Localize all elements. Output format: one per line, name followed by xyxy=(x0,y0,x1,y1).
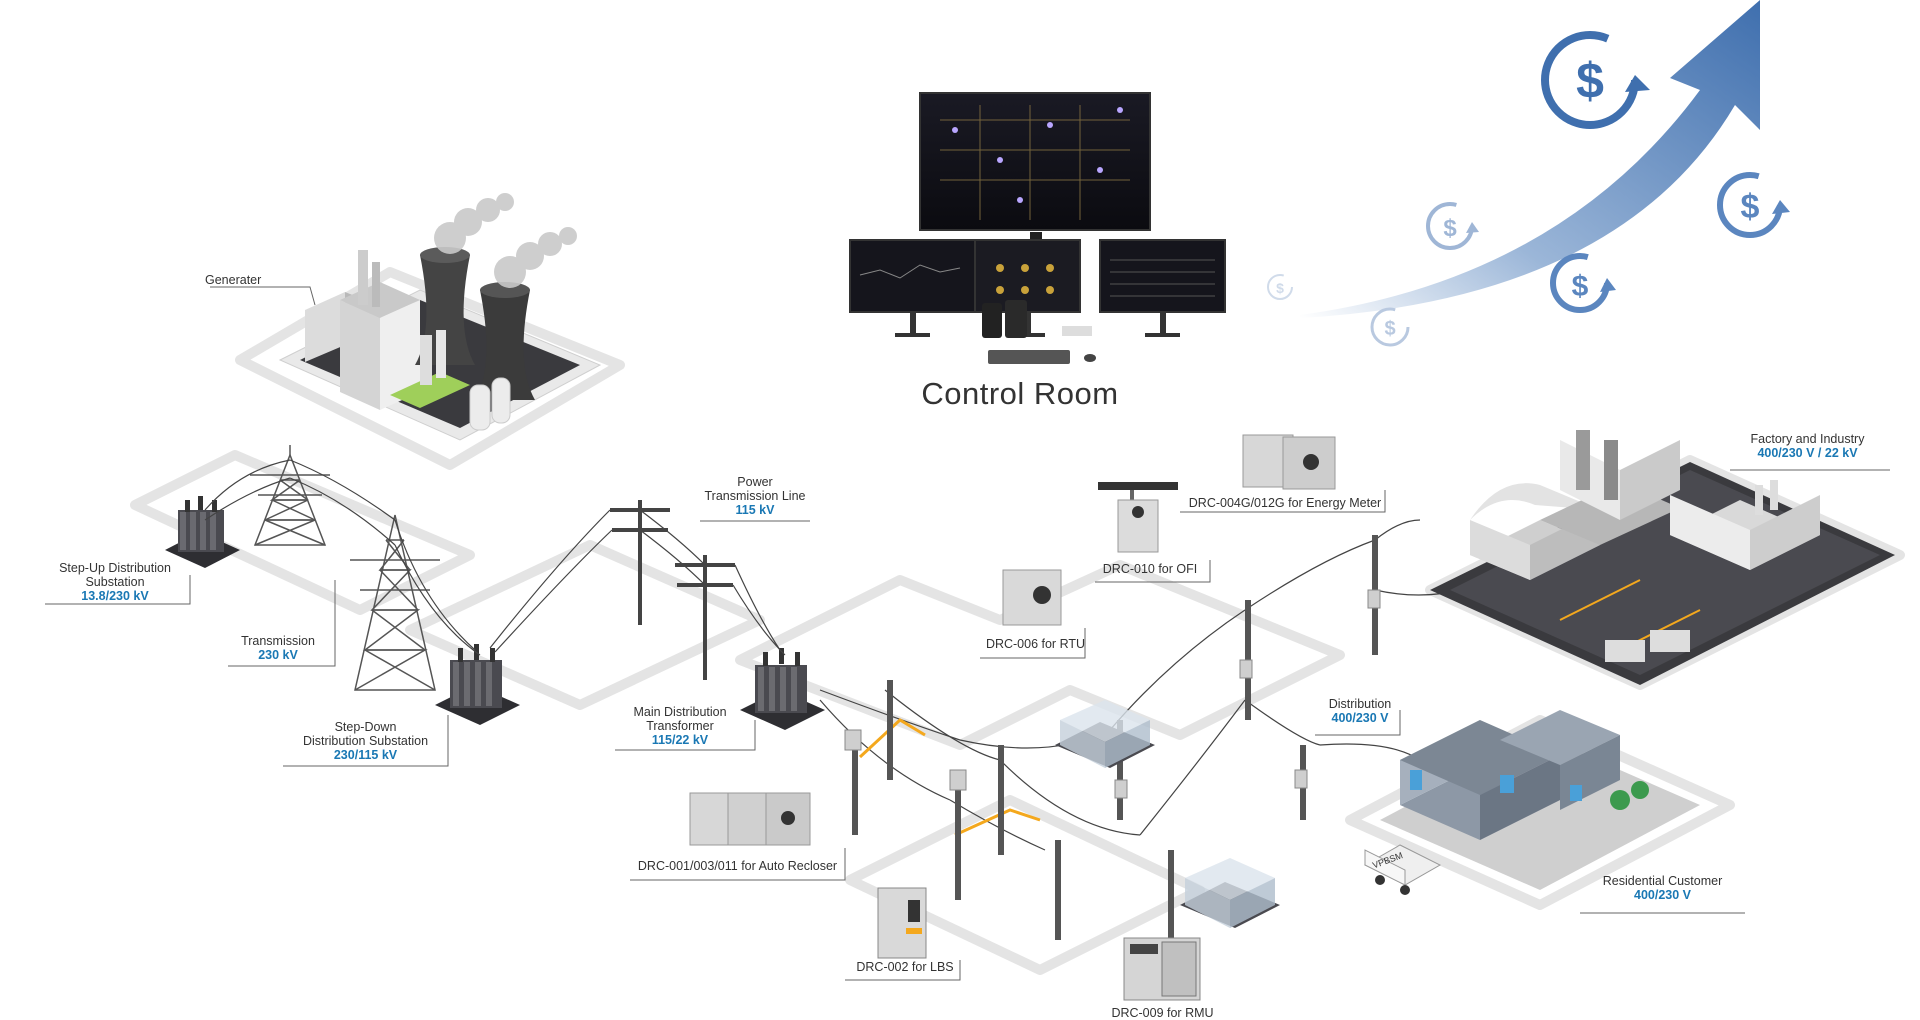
drc-010-label: DRC-010 for OFI xyxy=(1090,562,1210,576)
label-leader-lines xyxy=(45,286,1890,981)
generator-plant-icon xyxy=(278,193,602,441)
factory-voltage: 400/230 V / 22 kV xyxy=(1757,446,1858,460)
main-dist-label-line1: Main Distribution xyxy=(633,705,727,719)
dollar-cycle-icon: $ xyxy=(1426,202,1479,250)
main-dist-label-line2: Transformer xyxy=(646,719,714,733)
drc-006-device-icon xyxy=(1002,569,1062,626)
drc-002-label-text: DRC-002 for LBS xyxy=(856,960,954,974)
step-down-label-line1: Step-Down xyxy=(334,720,397,734)
power-line-voltage: 115 kV xyxy=(735,503,775,517)
drc-010-label-text: DRC-010 for OFI xyxy=(1102,562,1198,576)
drc-009-label-text: DRC-009 for RMU xyxy=(1111,1006,1214,1020)
pole-device-icon xyxy=(844,589,1381,799)
distribution-label: Distribution 400/230 V xyxy=(1310,697,1410,725)
factory-icon xyxy=(1430,430,1895,685)
power-wires xyxy=(204,459,1461,851)
drc-002-label: DRC-002 for LBS xyxy=(845,960,965,974)
generator-label: Generater xyxy=(205,273,295,287)
residential-voltage: 400/230 V xyxy=(1634,888,1691,902)
drc-006-label: DRC-006 for RTU xyxy=(978,637,1093,651)
transmission-label-text: Transmission xyxy=(241,634,315,648)
dollar-cycle-icon: $ xyxy=(1717,172,1790,238)
power-line-label-line2: Transmission Line xyxy=(704,489,806,503)
dollar-symbol: $ xyxy=(1443,215,1457,242)
residential-building-icon: VPBSM xyxy=(1363,710,1700,895)
dollar-cycle-icon: $ xyxy=(1370,307,1410,347)
step-down-substation-icon xyxy=(435,644,520,725)
step-up-voltage: 13.8/230 kV xyxy=(81,589,149,603)
dollar-cycle-icon: $ xyxy=(1550,253,1616,313)
drc-006-label-text: DRC-006 for RTU xyxy=(985,637,1086,651)
transmission-tower-icon xyxy=(250,445,330,546)
residential-label-text: Residential Customer xyxy=(1602,874,1723,888)
dollar-symbol: $ xyxy=(1276,280,1284,296)
drc-009-device-icon xyxy=(1123,937,1201,1001)
drc-004-device-icon xyxy=(1242,434,1336,490)
power-transmission-line-label: Power Transmission Line 115 kV xyxy=(690,475,820,517)
transmission-tower-icon xyxy=(350,514,440,691)
drc-002-device-icon xyxy=(877,887,927,959)
distribution-label-text: Distribution xyxy=(1328,697,1392,711)
control-room-title: Control Room xyxy=(921,376,1119,411)
main-distribution-transformer-icon xyxy=(740,648,825,730)
generator-label-text: Generater xyxy=(205,273,262,287)
drc-001-label: DRC-001/003/011 for Auto Recloser xyxy=(625,859,850,873)
dollar-symbol: $ xyxy=(1572,270,1589,303)
step-down-substation-label: Step-Down Distribution Substation 230/11… xyxy=(283,720,448,762)
step-up-substation-label: Step-Up Distribution Substation 13.8/230… xyxy=(40,561,190,603)
dollar-cycle-icon: $ xyxy=(1541,31,1650,129)
step-down-voltage: 230/115 kV xyxy=(333,748,398,762)
main-dist-voltage: 115/22 kV xyxy=(651,733,709,747)
transmission-label: Transmission 230 kV xyxy=(228,634,328,662)
transmission-voltage: 230 kV xyxy=(258,648,298,662)
transmission-pole-icon xyxy=(610,500,735,680)
orange-link xyxy=(858,718,1041,837)
residential-label: Residential Customer 400/230 V xyxy=(1580,874,1745,902)
main-distribution-transformer-label: Main Distribution Transformer 115/22 kV xyxy=(615,705,745,747)
rmu-enclosure-icon xyxy=(1180,858,1280,928)
control-room-monitors-icon xyxy=(849,92,1226,364)
dollar-symbol: $ xyxy=(1384,318,1395,340)
drc-010-device-icon xyxy=(1098,482,1178,553)
rtu-enclosure-icon xyxy=(1055,700,1155,768)
drc-001-label-text: DRC-001/003/011 for Auto Recloser xyxy=(637,859,838,873)
distribution-voltage: 400/230 V xyxy=(1331,711,1389,725)
step-up-transformer-icon xyxy=(165,496,240,568)
factory-label: Factory and Industry 400/230 V / 22 kV xyxy=(1725,432,1890,460)
dollar-symbol: $ xyxy=(1576,53,1604,109)
dollar-symbol: $ xyxy=(1741,188,1760,226)
drc-001-device-icon xyxy=(689,792,811,846)
power-line-label-line1: Power xyxy=(737,475,773,489)
drc-004-label: DRC-004G/012G for Energy Meter xyxy=(1180,496,1390,510)
drc-009-label: DRC-009 for RMU xyxy=(1105,1006,1220,1020)
step-up-label-line2: Substation xyxy=(85,575,145,589)
growth-arrow-icon xyxy=(1300,0,1760,318)
factory-label-text: Factory and Industry xyxy=(1750,432,1865,446)
dollar-cycle-icon: $ xyxy=(1267,274,1293,300)
step-down-label-line2: Distribution Substation xyxy=(302,734,429,748)
step-up-label-line1: Step-Up Distribution xyxy=(59,561,171,575)
drc-004-label-text: DRC-004G/012G for Energy Meter xyxy=(1188,496,1382,510)
